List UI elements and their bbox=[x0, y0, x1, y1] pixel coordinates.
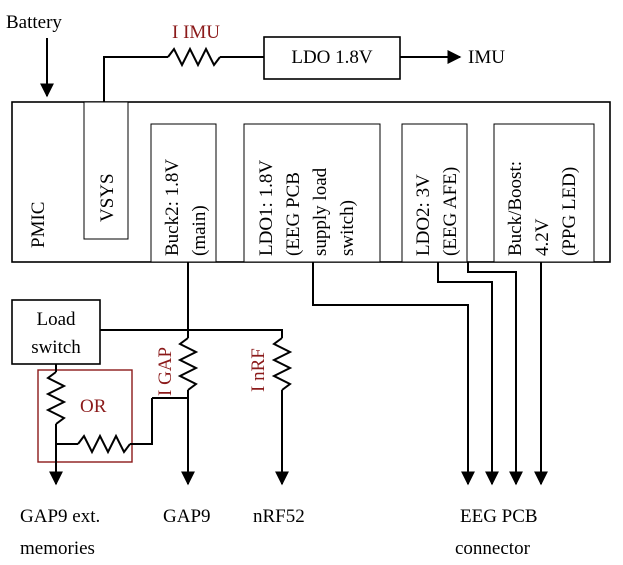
gap9-label: GAP9 bbox=[163, 506, 211, 527]
buckboost-line3: (PPG LED) bbox=[559, 167, 580, 256]
buck2-line1: Buck2: 1.8V bbox=[162, 159, 183, 256]
buck2-box bbox=[150, 123, 217, 263]
buckboost-line1: Buck/Boost: bbox=[505, 161, 526, 256]
ldo1-line4: switch) bbox=[337, 200, 358, 256]
buckboost-line2: 4.2V bbox=[532, 218, 553, 256]
nrf-resistor bbox=[271, 337, 293, 391]
gap-resistor bbox=[177, 337, 199, 391]
eeg-wire-ldo2 bbox=[437, 262, 499, 486]
or-resistor-horizontal bbox=[77, 433, 131, 455]
ldo-top-label: LDO 1.8V bbox=[291, 47, 373, 68]
imu-resistor bbox=[167, 46, 221, 68]
gap9-ext-label-line1: GAP9 ext. bbox=[20, 506, 100, 527]
eeg-wire-ldo2b bbox=[467, 262, 523, 486]
load-switch-line1: Load bbox=[36, 309, 76, 330]
pmic-label: PMIC bbox=[28, 202, 49, 248]
buckboost-box bbox=[493, 123, 595, 263]
or-box bbox=[37, 369, 133, 463]
ldo2-box bbox=[401, 123, 468, 263]
or-label: OR bbox=[80, 396, 107, 417]
eeg-label-line2: connector bbox=[455, 538, 531, 559]
ldo1-line3: supply load bbox=[310, 167, 331, 256]
or-resistor-vertical bbox=[45, 371, 67, 425]
gap9-ext-label-line2: memories bbox=[20, 538, 95, 559]
i-gap-label: I GAP bbox=[155, 347, 176, 396]
or-horiz-wire-right bbox=[130, 398, 153, 445]
ldo2-line1: LDO2: 3V bbox=[413, 174, 434, 256]
load-switch-box bbox=[11, 299, 101, 365]
imu-label: IMU bbox=[468, 47, 505, 68]
ldo1-line1: LDO1: 1.8V bbox=[256, 160, 277, 256]
eeg-label-line1: EEG PCB bbox=[460, 506, 538, 527]
i-imu-label: I IMU bbox=[172, 22, 220, 43]
vsys-label: VSYS bbox=[97, 173, 118, 222]
eeg-wire-ldo1 bbox=[312, 262, 475, 486]
main-bus-wire bbox=[100, 329, 283, 338]
ldo1-line2: (EEG PCB bbox=[283, 172, 304, 256]
i-nrf-label: I nRF bbox=[248, 348, 269, 392]
nrf52-label: nRF52 bbox=[253, 506, 305, 527]
buck2-line2: (main) bbox=[189, 205, 210, 256]
battery-label: Battery bbox=[6, 12, 62, 33]
ldo2-line2: (EEG AFE) bbox=[440, 167, 461, 256]
vsys-wire bbox=[103, 56, 168, 102]
load-switch-line2: switch bbox=[31, 337, 81, 358]
vsys-box bbox=[83, 101, 129, 240]
